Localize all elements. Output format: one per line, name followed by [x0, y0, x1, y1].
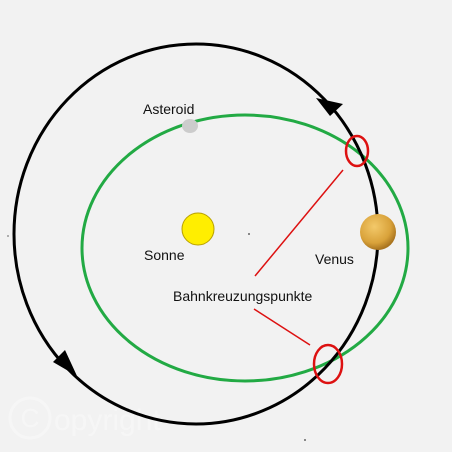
- direction-arrow-bottom-left-icon: [53, 350, 77, 376]
- crossing-marker-upper: [344, 134, 370, 168]
- venus-label: Venus: [315, 251, 354, 267]
- crossing-points-label: Bahnkreuzungspunkte: [173, 288, 313, 304]
- copyright-symbol: [8, 396, 52, 440]
- sun-label: Sonne: [144, 247, 185, 263]
- pointer-line-lower: [253, 308, 311, 346]
- svg-text:C: C: [21, 403, 40, 433]
- direction-arrow-top-right-icon: [316, 98, 343, 116]
- star-dot: [304, 439, 306, 441]
- asteroid: [182, 119, 198, 133]
- crossing-marker-lower: [312, 343, 344, 385]
- sun: [181, 212, 215, 246]
- pointer-line-upper: [254, 169, 344, 277]
- star-dot: [7, 235, 9, 237]
- venus-planet: [360, 214, 396, 250]
- venus-orbit: [80, 113, 410, 383]
- asteroid-label: Asteroid: [143, 101, 194, 117]
- watermark-text: opyright: [54, 404, 161, 437]
- copyright-watermark: C opyright: [8, 396, 161, 440]
- star-dot: [248, 233, 250, 235]
